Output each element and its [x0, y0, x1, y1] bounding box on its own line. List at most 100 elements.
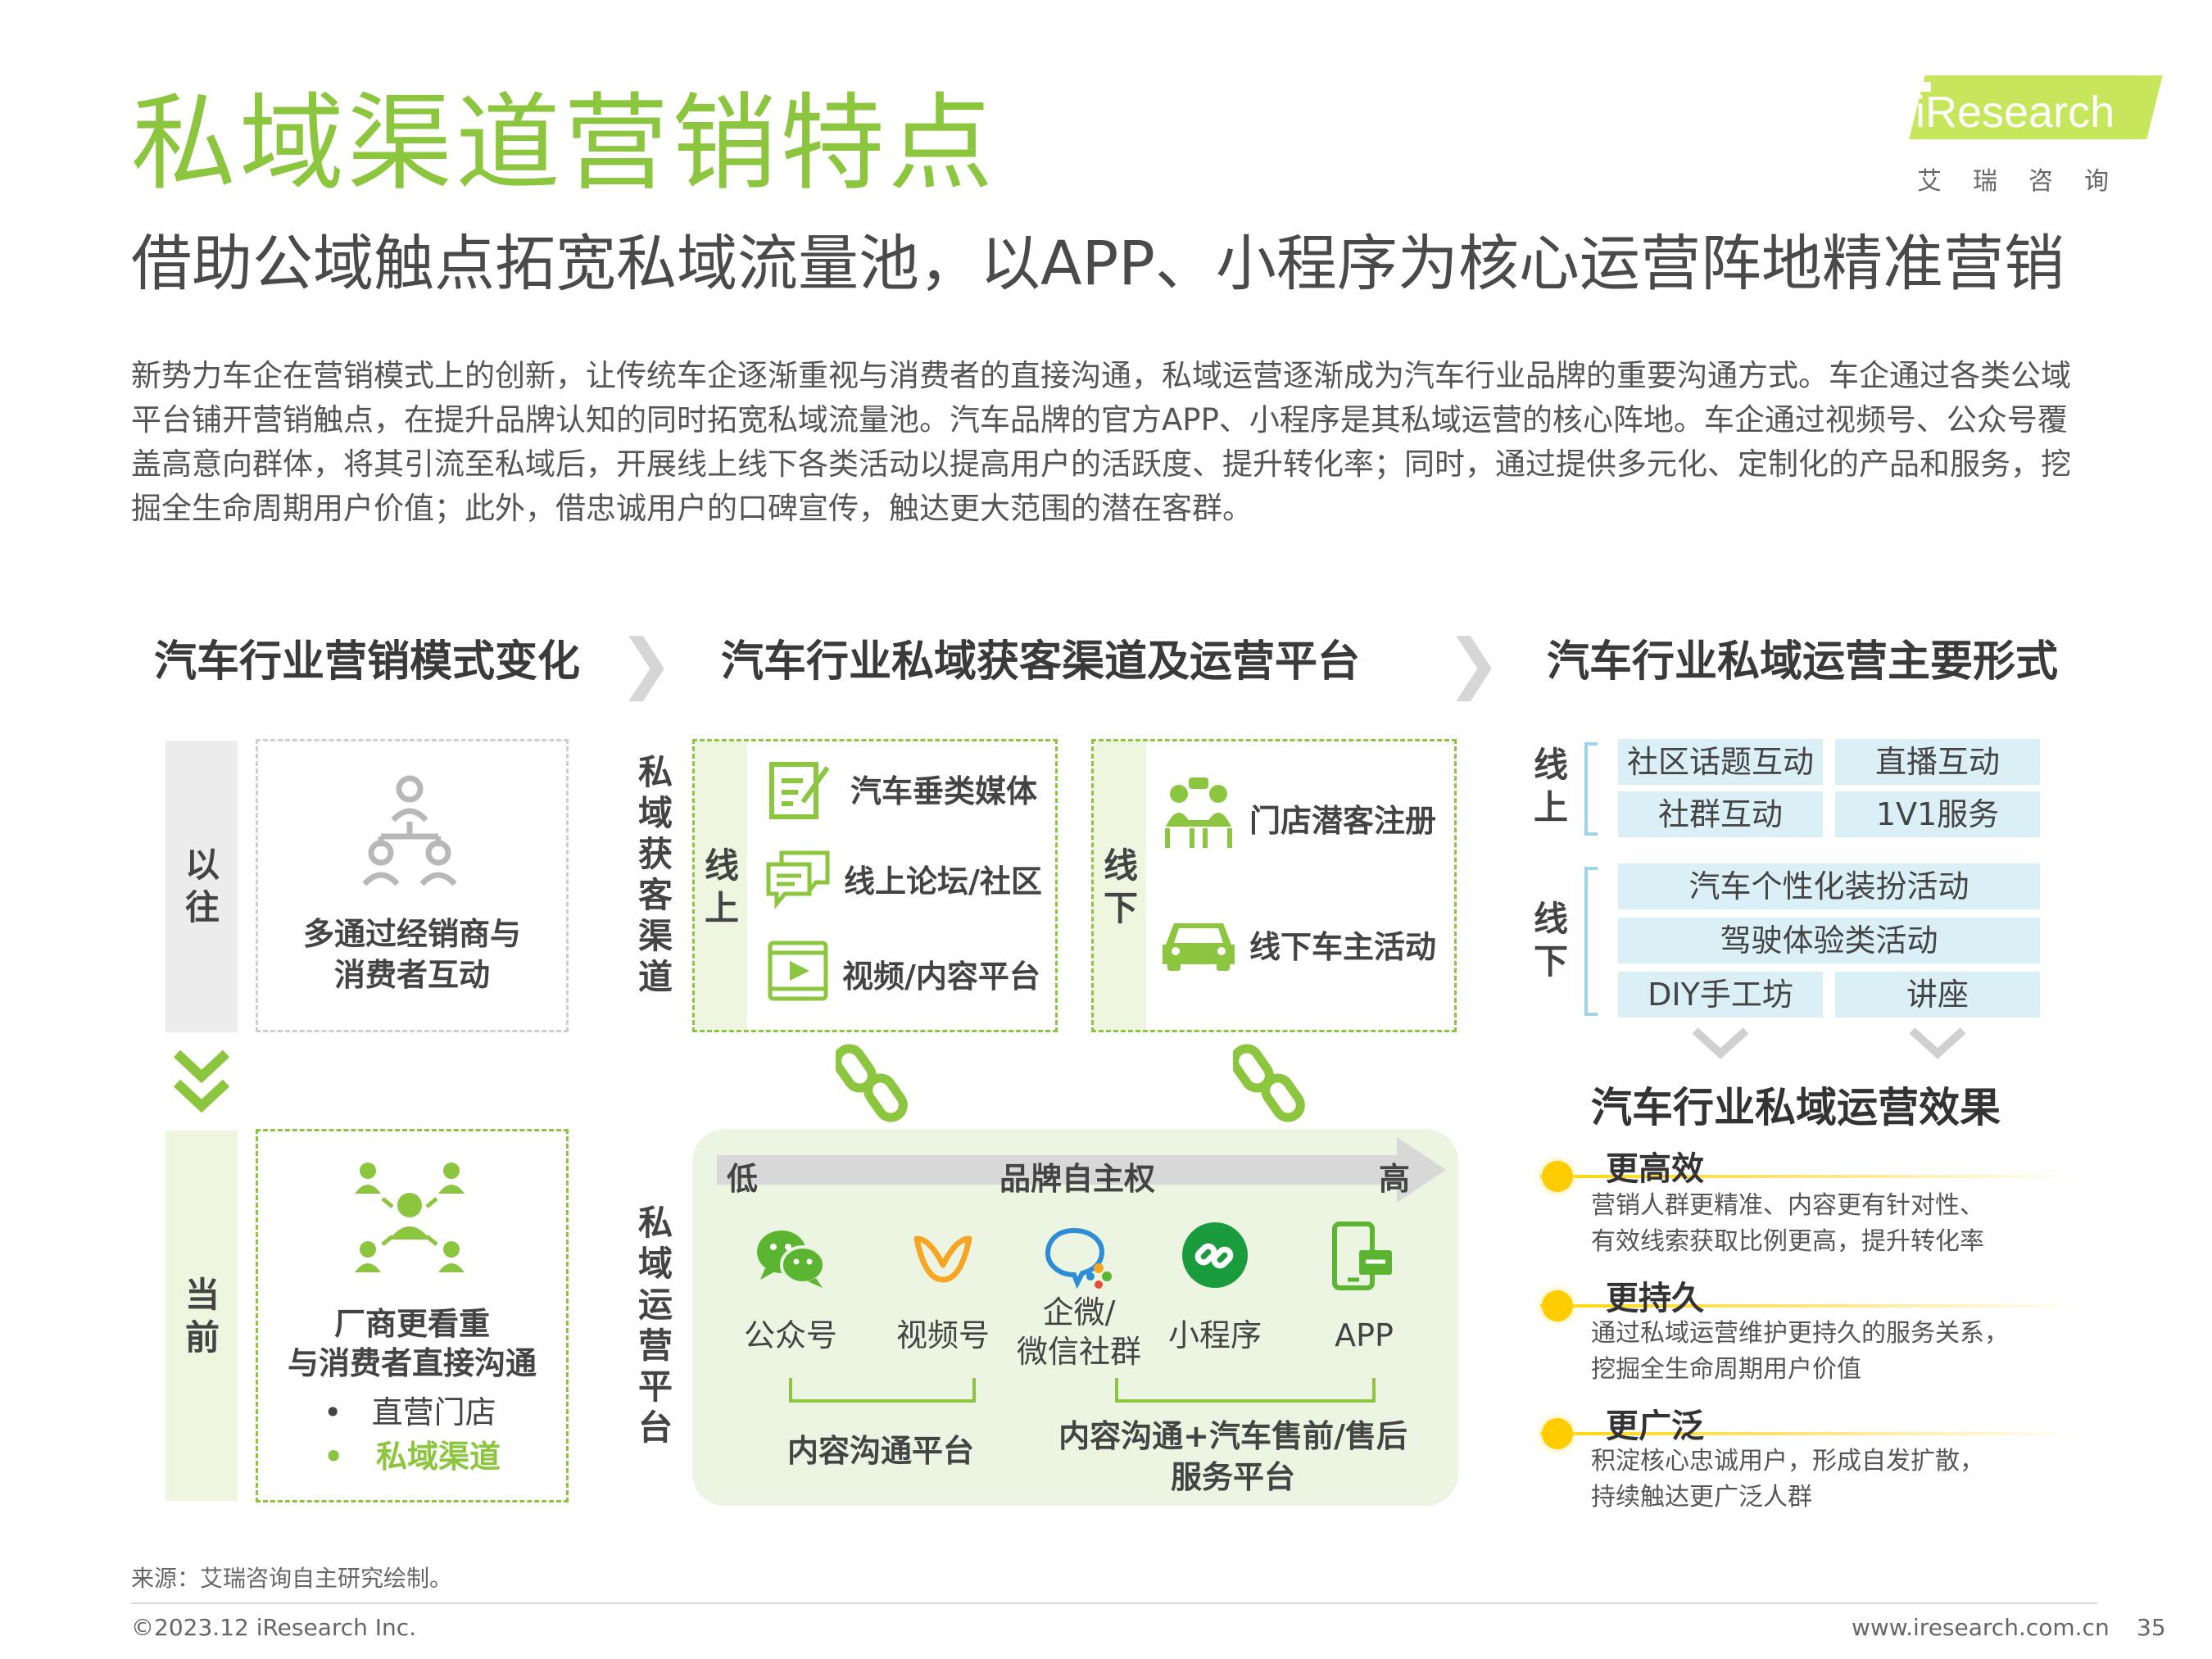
effect-title-2: 更持久	[1606, 1280, 1704, 1317]
page-title: 私域渠道营销特点	[131, 83, 997, 205]
footer-url: www.iresearch.com.cn	[1852, 1614, 2110, 1641]
bullet-direct-store: • 直营门店	[324, 1387, 496, 1432]
mobile-app-icon	[1332, 1222, 1392, 1290]
pill-driving-experience: 驾驶体验类活动	[1618, 918, 2040, 963]
section-title-middle: 汽车行业私域获客渠道及运营平台	[721, 637, 1361, 687]
autonomy-arrow	[717, 1137, 1446, 1203]
group-service-platform: 内容沟通+汽车售前/售后 服务平台	[1058, 1418, 1407, 1495]
intro-paragraph: 新势力车企在营销模式上的创新，让传统车企逐渐重视与消费者的直接沟通，私域运营逐渐…	[131, 358, 2071, 526]
past-text-1: 多通过经销商与	[302, 916, 521, 952]
offline-side-bar	[1094, 741, 1146, 1030]
bullet-text: 私域渠道	[375, 1439, 501, 1475]
axis-high: 高	[1379, 1161, 1411, 1197]
bullet-private-channel: • 私域渠道	[324, 1431, 501, 1476]
wecom-icon	[1045, 1227, 1112, 1290]
now-bar	[165, 1131, 238, 1501]
effect-desc-2b: 挖掘全生命周期用户价值	[1591, 1355, 1861, 1384]
video-channel-icon	[913, 1235, 972, 1283]
effect-line	[1540, 1175, 2081, 1178]
online-item-1: 汽车垂类媒体	[850, 773, 1038, 809]
group-content-platform: 内容沟通平台	[786, 1433, 974, 1469]
hierarchy-people-icon	[362, 775, 457, 886]
bullet-dot: •	[324, 1394, 372, 1430]
effect-dot	[1542, 1161, 1573, 1192]
effect-line	[1540, 1432, 2081, 1435]
pill-community-topic: 社区话题互动	[1618, 739, 1823, 785]
bullet-text: 直营门店	[371, 1394, 496, 1430]
pill-personalize: 汽车个性化装扮活动	[1618, 863, 2040, 909]
online-item-3: 视频/内容平台	[842, 959, 1040, 995]
effect-title-3: 更广泛	[1606, 1407, 1704, 1445]
pill-group-interaction: 社群互动	[1618, 791, 1823, 837]
platform-wecom-label: 企微/ 微信社群	[1016, 1294, 1141, 1370]
now-box: 厂商更看重 与消费者直接沟通 • 直营门店 • 私域渠道	[256, 1129, 569, 1503]
effect-desc-3a: 积淀核心忠诚用户，形成自发扩散，	[1591, 1447, 1984, 1475]
chevron-right-icon: ❯	[1446, 625, 1502, 701]
platform-wechat-label: 公众号	[743, 1317, 837, 1353]
now-label: 当前	[184, 1275, 220, 1358]
past-box: 多通过经销商与 消费者互动	[256, 739, 569, 1032]
chevron-down-icon	[1909, 1027, 1966, 1059]
bracket-offline	[1584, 867, 1598, 1016]
effect-desc-1b: 有效线索获取比例更高，提升转化率	[1591, 1227, 1984, 1256]
car-icon	[1163, 923, 1235, 971]
footer-divider	[131, 1602, 2097, 1604]
effect-line	[1540, 1304, 2081, 1308]
chevron-right-icon: ❯	[619, 625, 674, 701]
logo-brand: iResearch	[1915, 88, 2115, 137]
acquire-channel-label: 私域获客渠道	[637, 752, 673, 997]
grouping-brackets	[789, 1378, 1376, 1403]
bracket-online	[1584, 742, 1598, 836]
past-bar	[165, 741, 238, 1032]
copyright: ©2023.12 iResearch Inc.	[131, 1614, 417, 1641]
wechat-icon	[757, 1231, 826, 1288]
mini-program-icon	[1182, 1222, 1248, 1288]
offline-item-2: 线下车主活动	[1249, 929, 1437, 965]
online-channel-box: 线上 汽车垂类媒体 线上论坛/社区 视频/内容平台	[692, 739, 1058, 1032]
edit-document-icon	[769, 762, 830, 819]
chain-link-icon	[1233, 1044, 1305, 1122]
logo-dot	[1921, 82, 1931, 92]
online-label: 线上	[704, 845, 739, 928]
past-label: 以往	[184, 845, 220, 927]
right-online-label: 线上	[1533, 745, 1568, 827]
effect-dot	[1542, 1290, 1573, 1321]
store-meeting-icon	[1165, 777, 1232, 848]
section-title-left: 汽车行业营销模式变化	[154, 637, 581, 687]
pill-diy-workshop: DIY手工坊	[1618, 972, 1823, 1018]
chat-bubbles-icon	[766, 850, 830, 909]
platform-app-label: APP	[1335, 1317, 1394, 1353]
past-text-2: 消费者互动	[333, 957, 490, 993]
effect-dot	[1542, 1418, 1573, 1449]
network-people-icon	[355, 1163, 465, 1272]
page-number: 35	[2137, 1614, 2166, 1641]
online-item-2: 线上论坛/社区	[844, 863, 1042, 900]
effect-desc-2a: 通过私域运营维护更持久的服务关系，	[1591, 1319, 2009, 1348]
page-subtitle: 借助公域触点拓宽私域流量池，以APP、小程序为核心运营阵地精准营销	[131, 229, 2065, 299]
platform-channels-label: 视频号	[895, 1317, 990, 1353]
now-title-2: 与消费者直接沟通	[287, 1345, 537, 1381]
offline-label: 线下	[1103, 845, 1138, 928]
source-note: 来源：艾瑞咨询自主研究绘制。	[131, 1565, 453, 1592]
effect-title-1: 更高效	[1606, 1150, 1704, 1188]
offline-channel-box: 线下 门店潜客注册 线下车主活动	[1091, 739, 1457, 1032]
online-side-bar	[695, 741, 747, 1030]
right-offline-label: 线下	[1533, 899, 1568, 981]
chain-link-icon	[836, 1044, 908, 1122]
platform-panel: 低 品牌自主权 高 公众号 视频号 企微/ 微信社群 小程序 APP 内容沟通平…	[692, 1129, 1458, 1506]
operate-platform-label: 私域运营平台	[637, 1203, 673, 1448]
double-chevron-down-icon	[173, 1049, 230, 1113]
pill-1v1-service: 1V1服务	[1835, 791, 2040, 837]
axis-title: 品牌自主权	[999, 1161, 1155, 1197]
axis-low: 低	[727, 1161, 759, 1197]
bullet-dot: •	[324, 1439, 376, 1475]
effect-section-title: 汽车行业私域运营效果	[1591, 1084, 2001, 1131]
effect-desc-1a: 营销人群更精准、内容更有针对性、	[1591, 1191, 1984, 1220]
video-player-icon	[768, 941, 828, 1001]
pill-lecture: 讲座	[1835, 972, 2040, 1018]
section-title-right: 汽车行业私域运营主要形式	[1547, 637, 2059, 687]
now-title-1: 厂商更看重	[333, 1306, 490, 1342]
offline-item-1: 门店潜客注册	[1249, 803, 1437, 839]
chevron-down-icon	[1692, 1027, 1749, 1059]
pill-live-stream: 直播互动	[1835, 739, 2040, 785]
